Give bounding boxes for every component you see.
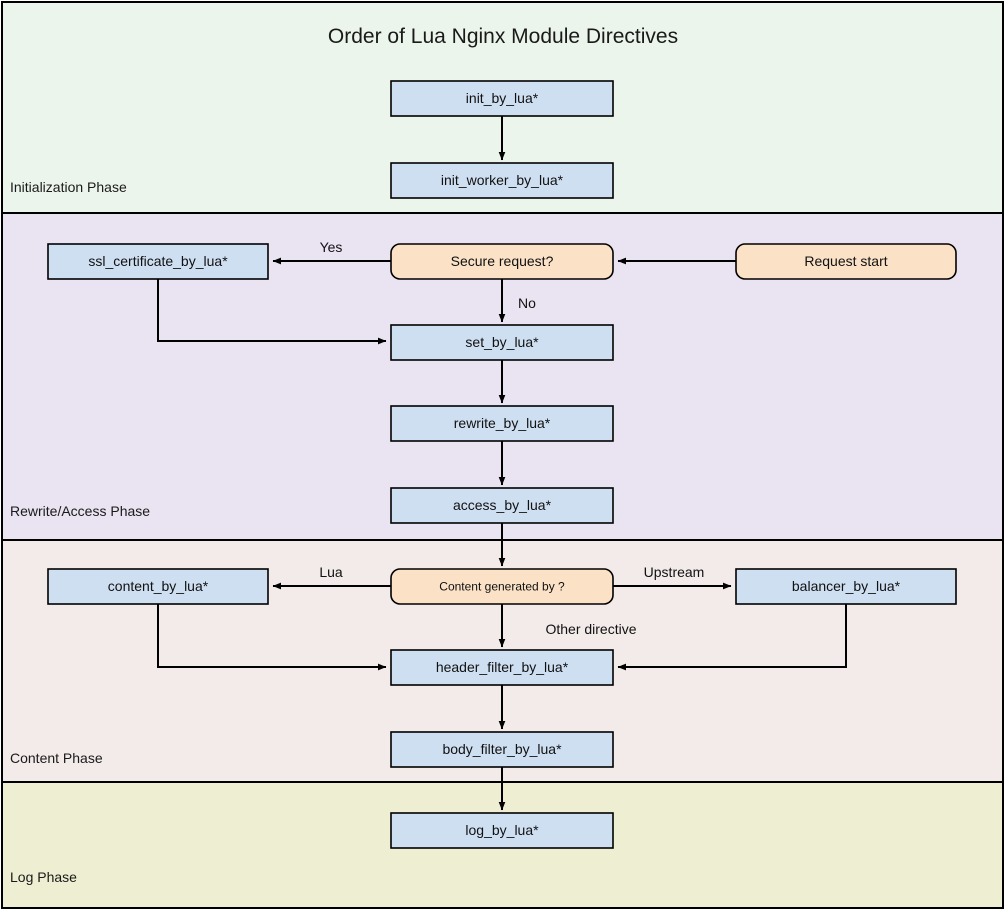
- edge-path-ssl-to-set: [157, 279, 387, 345]
- node-shape-ssl-certificate-by-lua[interactable]: [47, 243, 269, 280]
- node-shape-set-by-lua[interactable]: [390, 324, 614, 361]
- phase-band-label-initialization: Initialization Phase: [10, 179, 127, 195]
- node-shape-balancer-by-lua[interactable]: [735, 568, 957, 605]
- node-label-rewrite-by-lua: rewrite_by_lua*: [454, 415, 551, 431]
- edge-path-balancer-to-header-filter: [617, 604, 847, 671]
- flow-edge-content-to-header-filter: [157, 604, 387, 671]
- node-shape-rewrite-by-lua[interactable]: [390, 405, 614, 442]
- flow-edge-ssl-to-set: [157, 279, 387, 345]
- flow-nodes: init_by_lua* init_worker_by_lua* ssl_certi…: [47, 80, 957, 849]
- node-label-body-filter-by-lua: body_filter_by_lua*: [442, 741, 562, 757]
- node-shape-body-filter-by-lua[interactable]: [390, 731, 614, 768]
- node-shape-init-by-lua[interactable]: [390, 80, 614, 117]
- flow-node-ssl-certificate-by-lua[interactable]: ssl_certificate_by_lua*: [47, 243, 269, 280]
- node-shape-access-by-lua[interactable]: [390, 487, 614, 524]
- node-label-secure-request: Secure request?: [451, 253, 554, 269]
- flow-edge-secure-request-no-to-set: No: [498, 279, 536, 323]
- edge-label-secure-request-no-to-set: No: [518, 295, 536, 311]
- node-shape-content-generated-by[interactable]: [390, 568, 614, 605]
- edge-label-content-generated-other-to-header-filter: Other directive: [545, 621, 636, 637]
- flow-edge-content-generated-other-to-header-filter: Other directive: [498, 604, 637, 648]
- node-label-balancer-by-lua: balancer_by_lua*: [792, 578, 901, 594]
- phase-band-label-content: Content Phase: [10, 750, 103, 766]
- node-label-init-by-lua: init_by_lua*: [466, 90, 539, 106]
- flow-node-set-by-lua[interactable]: set_by_lua*: [390, 324, 614, 361]
- flow-node-request-start[interactable]: Request start: [735, 243, 957, 280]
- node-label-content-by-lua: content_by_lua*: [108, 578, 209, 594]
- flow-edge-secure-request-yes-to-ssl: Yes: [272, 239, 391, 265]
- edge-label-content-generated-upstream-to-balancer: Upstream: [644, 564, 705, 580]
- node-shape-init-worker-by-lua[interactable]: [390, 162, 614, 199]
- page-title: Order of Lua Nginx Module Directives: [328, 25, 678, 48]
- node-label-content-generated-by: Content generated by ?: [439, 580, 565, 594]
- node-shape-request-start[interactable]: [735, 243, 957, 280]
- flow-node-rewrite-by-lua[interactable]: rewrite_by_lua*: [390, 405, 614, 442]
- node-shape-content-by-lua[interactable]: [47, 568, 269, 605]
- node-label-init-worker-by-lua: init_worker_by_lua*: [441, 172, 564, 188]
- flow-node-content-by-lua[interactable]: content_by_lua*: [47, 568, 269, 605]
- node-label-ssl-certificate-by-lua: ssl_certificate_by_lua*: [88, 253, 228, 269]
- node-label-header-filter-by-lua: header_filter_by_lua*: [436, 659, 569, 675]
- flow-node-init-worker-by-lua[interactable]: init_worker_by_lua*: [390, 162, 614, 199]
- node-shape-secure-request[interactable]: [390, 243, 614, 280]
- phase-band-label-log: Log Phase: [10, 869, 77, 885]
- flow-node-log-by-lua[interactable]: log_by_lua*: [390, 812, 614, 849]
- flow-edge-balancer-to-header-filter: [617, 604, 847, 671]
- flow-node-balancer-by-lua[interactable]: balancer_by_lua*: [735, 568, 957, 605]
- flow-edge-content-generated-lua-to-content: Lua: [272, 564, 391, 590]
- edge-label-content-generated-lua-to-content: Lua: [319, 564, 343, 580]
- phase-band-label-rewrite-access: Rewrite/Access Phase: [10, 503, 150, 519]
- flow-node-init-by-lua[interactable]: init_by_lua*: [390, 80, 614, 117]
- flow-node-header-filter-by-lua[interactable]: header_filter_by_lua*: [390, 649, 614, 686]
- edge-path-content-to-header-filter: [157, 604, 387, 671]
- edge-label-secure-request-yes-to-ssl: Yes: [320, 239, 343, 255]
- flow-node-content-generated-by[interactable]: Content generated by ?: [390, 568, 614, 605]
- node-label-access-by-lua: access_by_lua*: [453, 497, 552, 513]
- flow-node-access-by-lua[interactable]: access_by_lua*: [390, 487, 614, 524]
- node-label-log-by-lua: log_by_lua*: [465, 822, 539, 838]
- flow-edge-content-generated-upstream-to-balancer: Upstream: [613, 564, 732, 590]
- node-shape-header-filter-by-lua[interactable]: [390, 649, 614, 686]
- flow-node-body-filter-by-lua[interactable]: body_filter_by_lua*: [390, 731, 614, 768]
- node-label-request-start: Request start: [804, 253, 887, 269]
- flow-node-secure-request[interactable]: Secure request?: [390, 243, 614, 280]
- node-shape-log-by-lua[interactable]: [390, 812, 614, 849]
- node-label-set-by-lua: set_by_lua*: [465, 334, 539, 350]
